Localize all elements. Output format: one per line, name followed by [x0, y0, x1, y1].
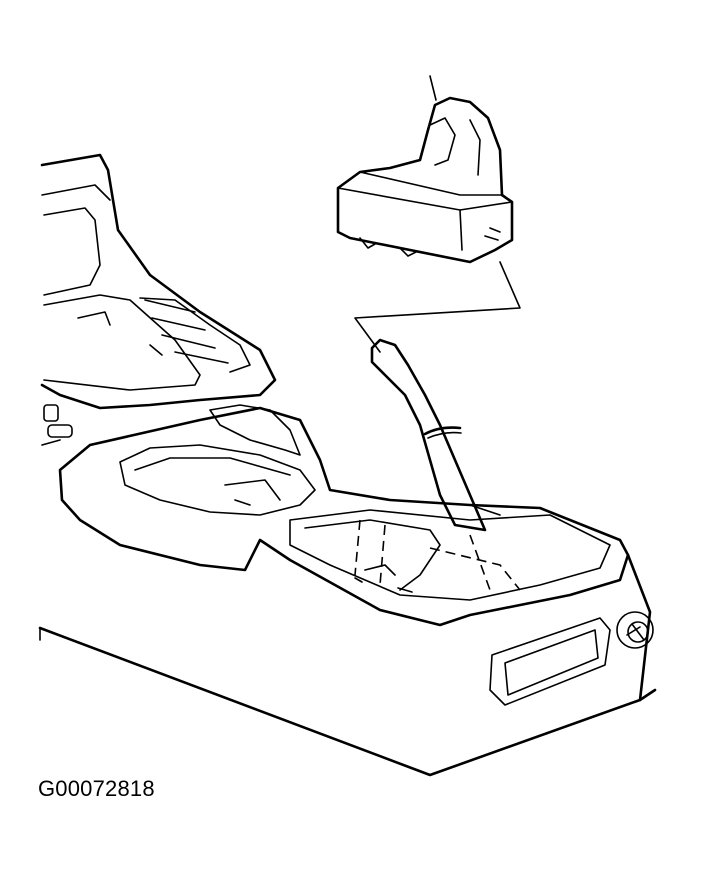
dash-trim-panel [40, 153, 277, 410]
power-outlet [616, 611, 654, 649]
side-panel-pocket [489, 617, 611, 706]
leader-line [354, 261, 521, 353]
figure-id: G00072818 [38, 776, 155, 801]
console-base [38, 553, 657, 777]
console-top [58, 404, 630, 627]
vent-louvers [41, 404, 73, 446]
shift-lever [370, 338, 501, 532]
shift-knob [336, 75, 514, 264]
